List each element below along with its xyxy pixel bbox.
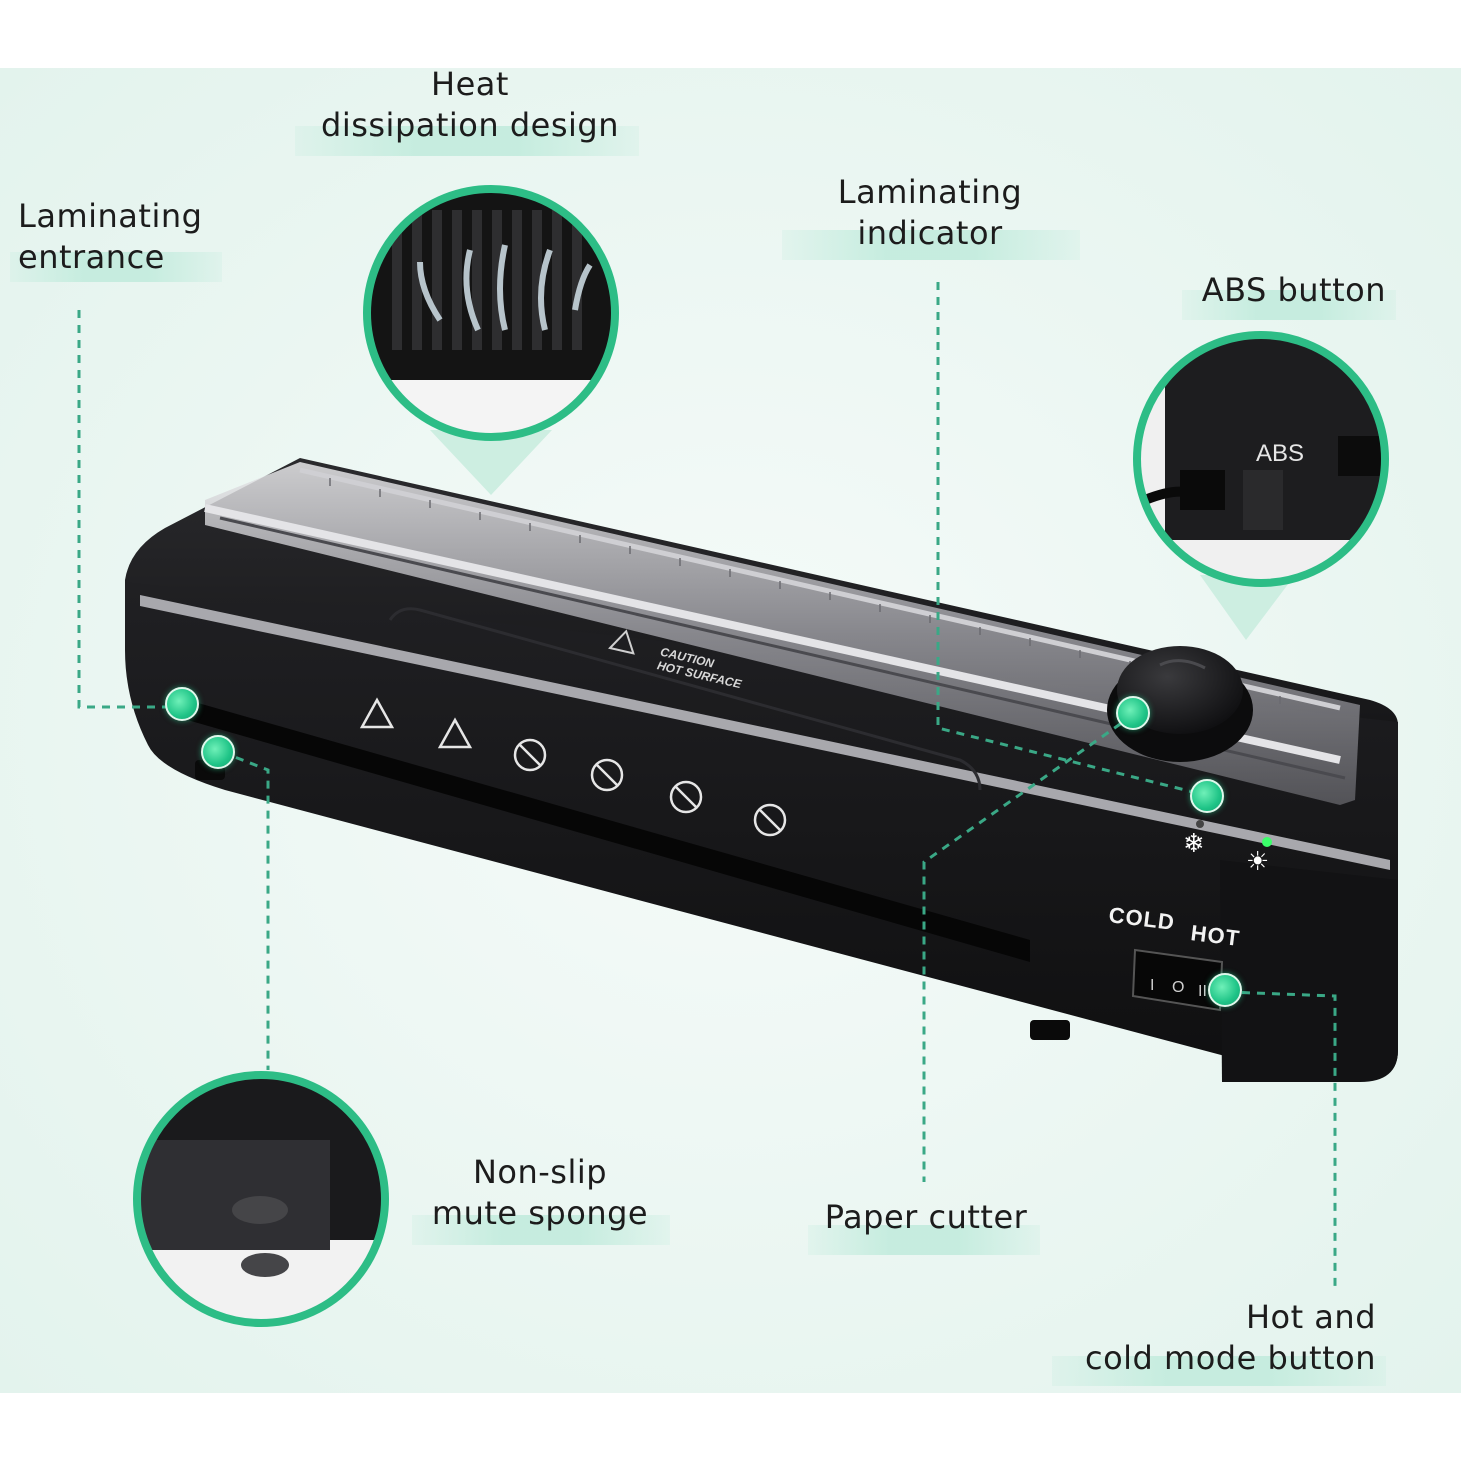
heat-label-bar: [295, 126, 639, 156]
abs-button-callout: ABS: [1133, 331, 1389, 640]
indicator-dot: [1190, 779, 1224, 813]
sponge-label-bar: [412, 1215, 670, 1245]
heat-dissipation-callout: [363, 185, 619, 495]
abs-button-label: ABS button: [1201, 271, 1386, 309]
heat-dissipation-label: Heat dissipation design: [321, 65, 619, 144]
paper-cutter-label: Paper cutter: [824, 1198, 1028, 1236]
indicator-label-bar: [782, 230, 1080, 260]
entrance-label-bar: [10, 252, 222, 282]
hot-label: HOT: [1189, 920, 1241, 951]
heat-warning-icon: [437, 717, 473, 749]
note-warning-icon: [359, 697, 395, 729]
snowflake-icon: ❄: [1183, 829, 1205, 859]
mode-switch-panel: COLD HOT I O II: [1107, 902, 1242, 1012]
sponge-dot: [201, 735, 235, 769]
warning-icons: [359, 697, 787, 837]
away-kids-icon: [590, 758, 624, 792]
away-hair-icon: [513, 738, 547, 772]
mode-rocker-switch[interactable]: [1131, 948, 1224, 1012]
svg-text:O: O: [1172, 979, 1184, 996]
mode-label-bar: [1052, 1356, 1386, 1386]
svg-text:I: I: [1150, 977, 1154, 994]
entrance-dot: [165, 687, 199, 721]
hot-cold-mode-label: Hot and cold mode button: [1084, 1298, 1376, 1377]
leader-lines: [77, 282, 1337, 1292]
sun-icon: ☀: [1246, 847, 1269, 877]
sponge-foot-icon: [232, 1196, 288, 1224]
abs-text: ABS: [1256, 440, 1304, 467]
cutter-label-bar: [808, 1225, 1040, 1255]
laminating-entrance-label: Laminating entrance: [18, 197, 203, 276]
green-led-icon: [1262, 837, 1272, 847]
laminating-indicator-label: Laminating indicator: [837, 173, 1023, 252]
away-tie-icon: [753, 803, 787, 837]
indicator-lights: ❄ ☀: [1183, 820, 1272, 877]
abs-label-bar: [1182, 290, 1396, 320]
cutter-dot: [1116, 696, 1150, 730]
grey-led-icon: [1196, 820, 1204, 828]
away-metal-icon: [669, 780, 703, 814]
non-slip-label: Non-slip mute sponge: [431, 1153, 649, 1232]
svg-text:II: II: [1198, 983, 1207, 1000]
non-slip-sponge-callout: [133, 1071, 389, 1327]
airflow-arrows-icon: [417, 244, 593, 332]
mode-button-dot: [1208, 973, 1242, 1007]
